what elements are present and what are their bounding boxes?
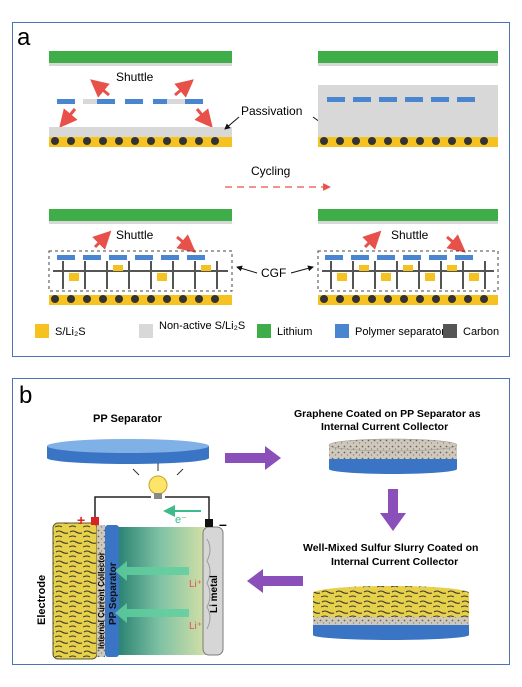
lithium-underlayer bbox=[318, 63, 498, 66]
positive-terminal bbox=[91, 517, 99, 525]
pp-separator-label: PP Separator bbox=[93, 413, 163, 425]
battery-cell: + – e⁻ Li⁺ Li⁺ Electrode Internal Curren… bbox=[36, 463, 227, 660]
carbon-dots bbox=[51, 295, 219, 303]
sulfur-layer bbox=[318, 295, 498, 305]
graphene-coated-disc bbox=[328, 438, 458, 474]
electron-label: e⁻ bbox=[175, 514, 187, 526]
lightbulb-icon bbox=[132, 463, 184, 499]
li-ion-label: Li⁺ bbox=[189, 579, 202, 590]
graphene-label-line1: Graphene Coated on PP Separator as bbox=[294, 408, 481, 420]
passivation-pointer bbox=[224, 116, 240, 130]
li-ion-label: Li⁺ bbox=[189, 621, 202, 632]
shuttle-arrow bbox=[90, 79, 110, 98]
internal-collector-label: Internal Current Collector bbox=[97, 552, 106, 649]
shuttle-label: Shuttle bbox=[116, 228, 154, 242]
panel-b-letter: b bbox=[19, 382, 32, 409]
negative-terminal bbox=[205, 519, 213, 527]
carbon-dots bbox=[51, 137, 219, 145]
cgf-label: CGF bbox=[261, 266, 286, 280]
bottom-left-cell: Shuttle bbox=[48, 209, 233, 305]
sulfur-layer bbox=[49, 295, 232, 305]
panel-a-letter: a bbox=[17, 24, 31, 51]
process-arrow-right bbox=[225, 446, 281, 470]
cgf-pointer bbox=[290, 265, 314, 274]
legend-label-nonactive-text: Non-active S/Li₂S bbox=[159, 320, 245, 332]
panel-a: a Shuttle bbox=[12, 22, 510, 357]
legend-label-carbon: Carbon bbox=[463, 326, 499, 338]
process-arrow-down bbox=[380, 489, 406, 531]
cgf-box bbox=[317, 250, 499, 292]
panel-a-diagram: a Shuttle bbox=[17, 24, 499, 338]
pp-separator-disc bbox=[47, 439, 209, 464]
cgf-pointer bbox=[236, 265, 258, 274]
pp-separator-bar bbox=[105, 525, 119, 657]
li-ion-arrow bbox=[127, 609, 189, 617]
shuttle-label: Shuttle bbox=[391, 228, 429, 242]
external-circuit bbox=[94, 496, 151, 517]
shuttle-label: Shuttle bbox=[116, 70, 154, 84]
bottom-right-cell: Shuttle bbox=[317, 209, 499, 305]
lithium-layer bbox=[318, 51, 498, 63]
electrode bbox=[52, 522, 98, 660]
shuttle-arrow bbox=[59, 108, 78, 128]
passivation-label: Passivation bbox=[241, 104, 302, 118]
legend: S/Li₂S Non-active S/Li₂S Lithium Polymer… bbox=[35, 320, 499, 338]
top-left-cell: Shuttle bbox=[49, 51, 232, 147]
lithium-layer bbox=[49, 209, 232, 221]
separator-dashes bbox=[325, 255, 473, 260]
legend-swatch-separator bbox=[335, 324, 349, 338]
legend-swatch-nonactive bbox=[139, 324, 153, 338]
li-metal-label: Li metal bbox=[209, 575, 220, 613]
shuttle-arrow bbox=[362, 230, 382, 250]
top-right-cell bbox=[318, 51, 498, 147]
shuttle-arrow bbox=[92, 230, 112, 250]
pp-separator-vertical-label: PP Separator bbox=[108, 562, 119, 625]
sulfur-layer bbox=[318, 137, 498, 147]
legend-swatch-sulfur bbox=[35, 324, 49, 338]
carbon-dots bbox=[320, 295, 488, 303]
lithium-underlayer bbox=[318, 221, 498, 224]
shuttle-arrow bbox=[194, 108, 213, 128]
panel-b: b PP Separator Graphene Coated on PP Sep… bbox=[12, 378, 510, 665]
cgf-box bbox=[48, 250, 233, 292]
separator-dashes bbox=[57, 255, 205, 260]
lithium-underlayer bbox=[49, 221, 232, 224]
separator-dashes bbox=[57, 99, 203, 104]
lithium-underlayer bbox=[49, 63, 232, 66]
li-ion-arrow bbox=[127, 567, 189, 575]
electrode-label: Electrode bbox=[36, 575, 48, 625]
sulfur-blocks bbox=[337, 265, 479, 281]
nonactive-layer bbox=[318, 85, 498, 137]
lithium-layer bbox=[49, 51, 232, 63]
shuttle-arrow bbox=[176, 234, 196, 253]
graphene-label-line2: Internal Current Collector bbox=[321, 421, 448, 433]
sulfur-layer bbox=[49, 137, 232, 147]
shuttle-arrow bbox=[174, 79, 194, 98]
legend-label-sulfur: S/Li₂S bbox=[55, 326, 86, 338]
legend-label-nonactive: Non-active S/Li₂S bbox=[159, 320, 245, 332]
sulfur-label-line2: Internal Current Collector bbox=[331, 556, 458, 568]
lithium-layer bbox=[318, 209, 498, 221]
legend-swatch-carbon bbox=[443, 324, 457, 338]
process-arrow-left bbox=[247, 569, 303, 593]
electrolyte-region bbox=[113, 527, 217, 655]
shuttle-arrow bbox=[446, 234, 466, 253]
external-circuit bbox=[165, 496, 210, 519]
internal-current-collector bbox=[97, 525, 105, 657]
carbon-framework bbox=[62, 261, 218, 289]
minus-sign: – bbox=[219, 516, 227, 532]
panel-b-diagram: b PP Separator Graphene Coated on PP Sep… bbox=[19, 382, 481, 660]
legend-label-lithium: Lithium bbox=[277, 326, 312, 338]
passivation-layer bbox=[49, 127, 232, 137]
plus-sign: + bbox=[77, 512, 85, 528]
sulfur-label-line1: Well-Mixed Sulfur Slurry Coated on bbox=[303, 542, 478, 554]
sulfur-blocks bbox=[69, 265, 211, 281]
cycling-label: Cycling bbox=[251, 164, 290, 178]
sulfur-coated-disc bbox=[313, 586, 469, 640]
legend-swatch-lithium bbox=[257, 324, 271, 338]
carbon-dots bbox=[320, 137, 488, 145]
separator-dashes bbox=[327, 97, 475, 102]
carbon-framework bbox=[330, 261, 486, 289]
legend-label-separator: Polymer separator bbox=[355, 326, 445, 338]
